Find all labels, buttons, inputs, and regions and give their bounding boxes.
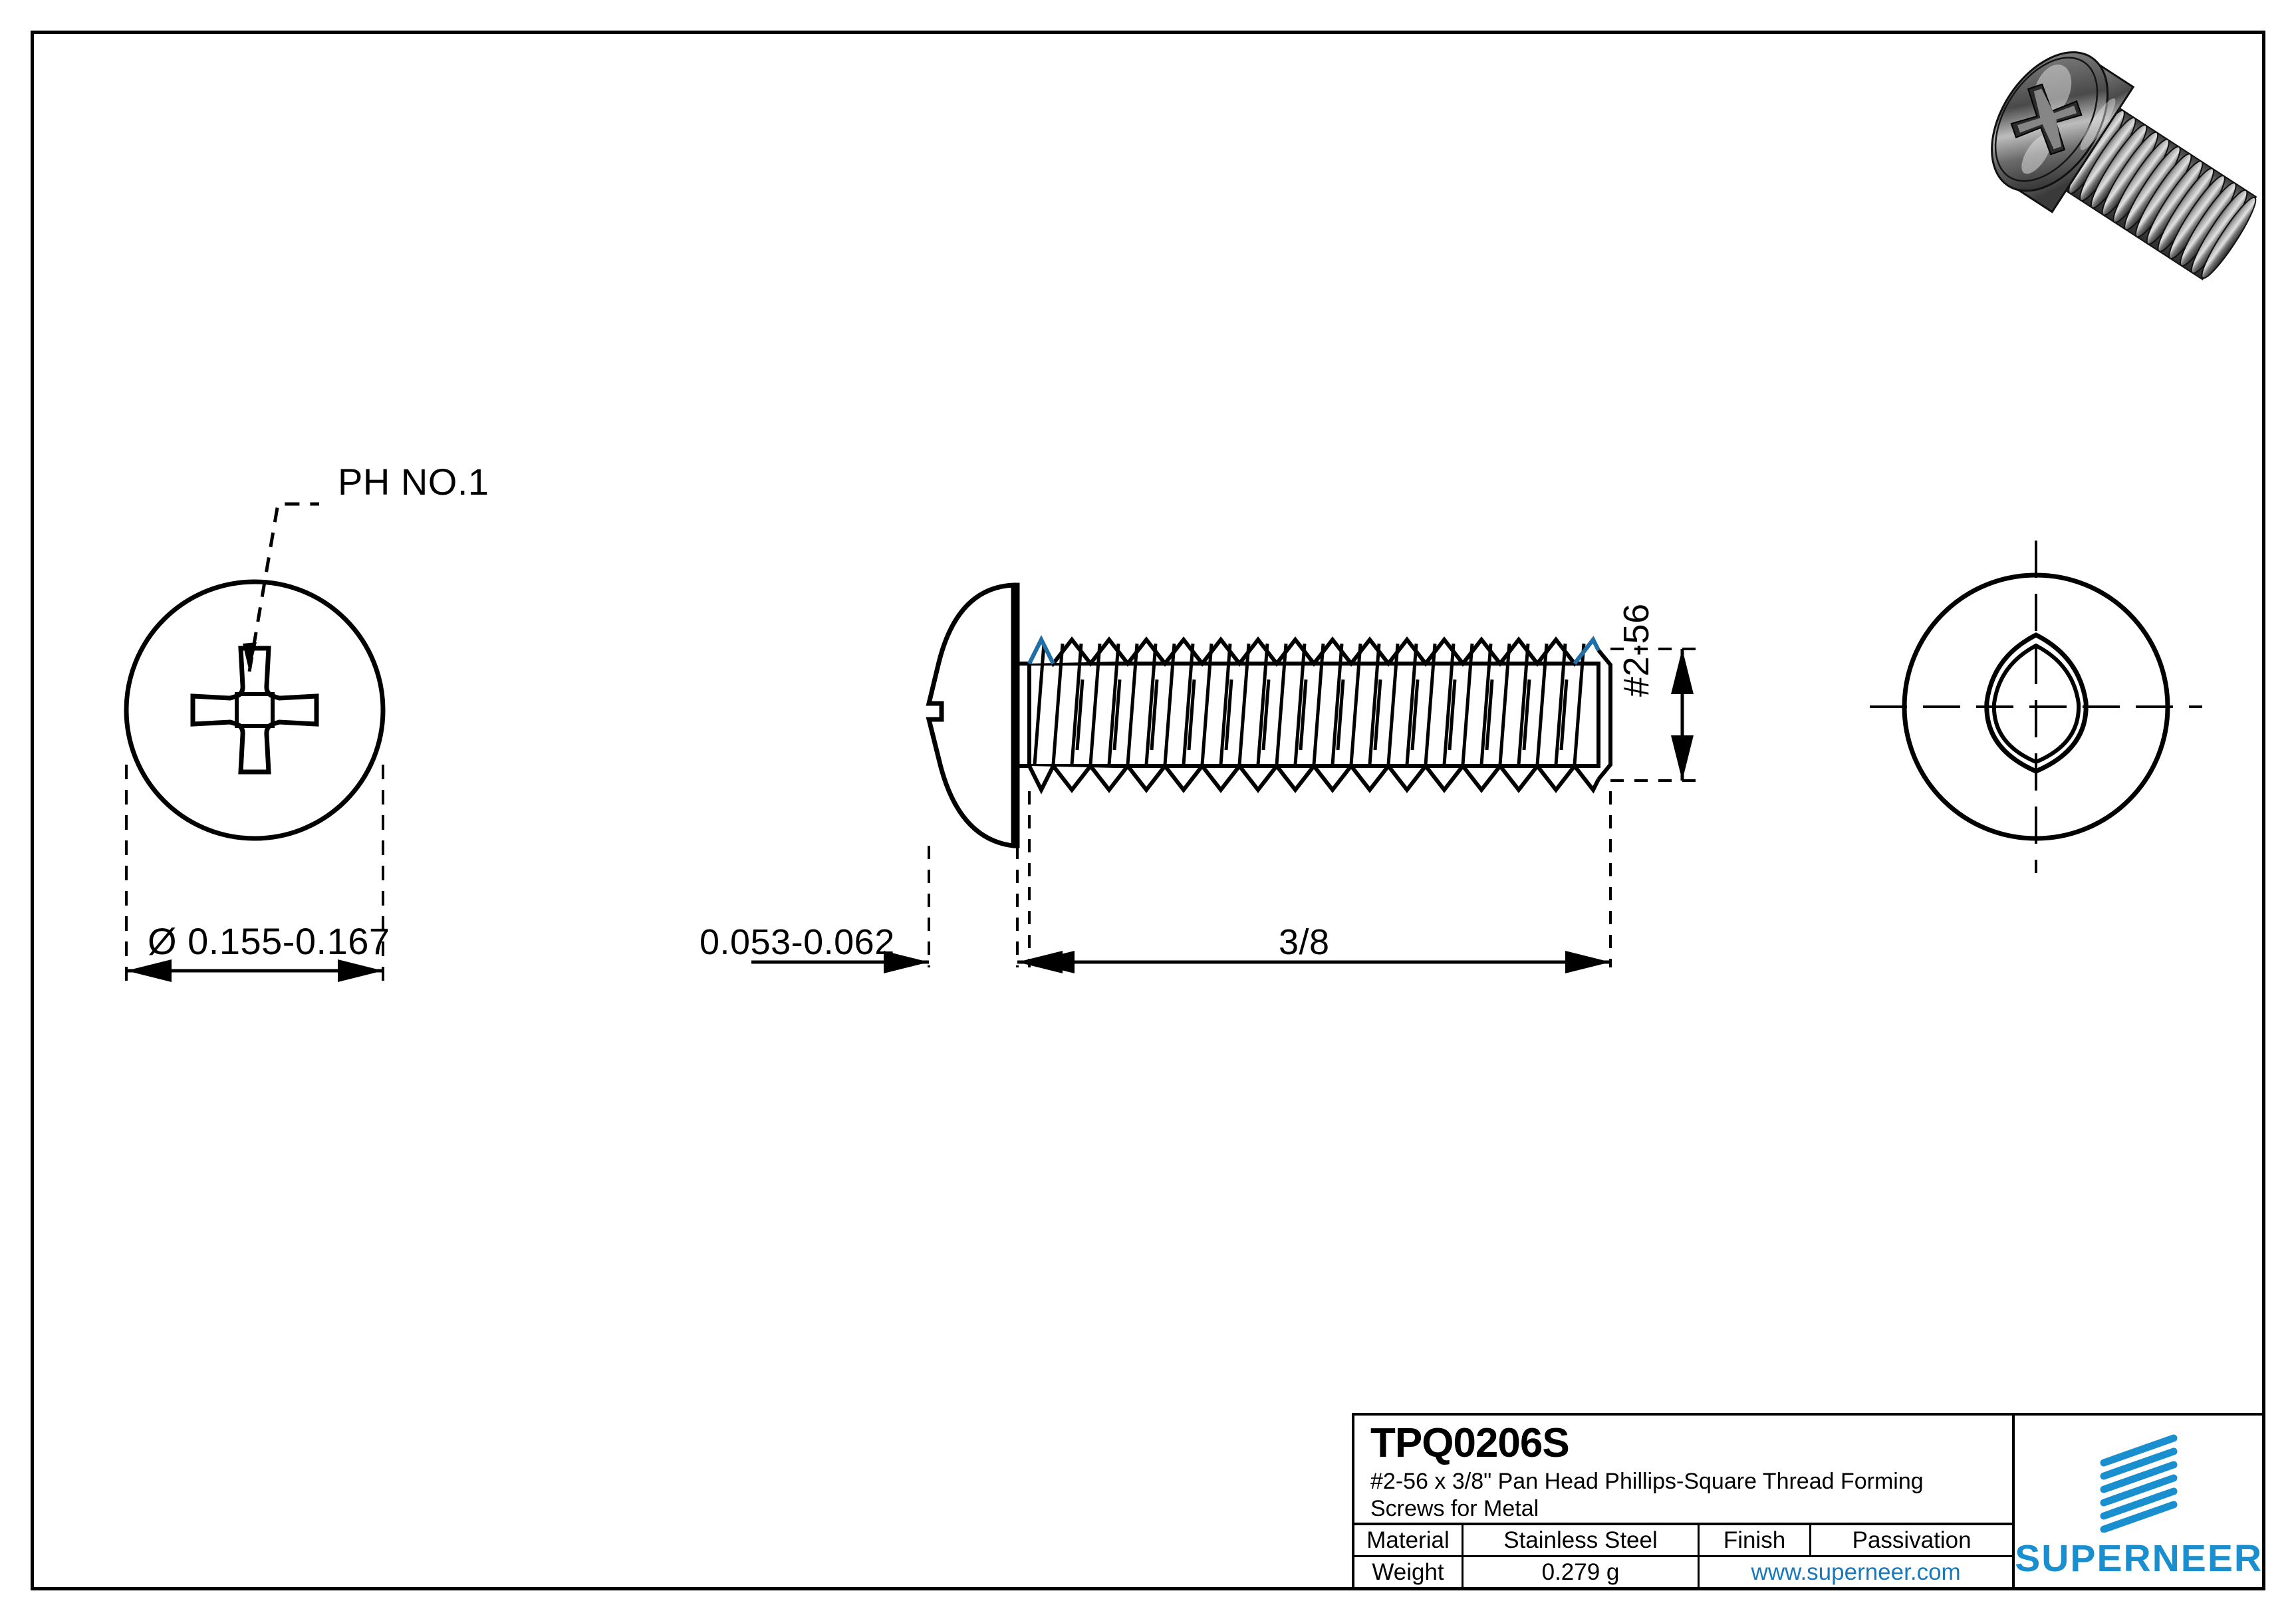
head-height-label: 0.053-0.062 [700, 922, 895, 962]
website-link[interactable]: www.superneer.com [1751, 1559, 1961, 1585]
title-block-row-material: Material Stainless Steel Finish Passivat… [1354, 1525, 2013, 1557]
part-description-line-1: #2-56 x 3/8" Pan Head Phillips-Square Th… [1370, 1469, 1924, 1494]
head-diameter-dimension [125, 765, 384, 982]
thread-length-label: 3/8 [1279, 922, 1330, 962]
bottom-thread-view [1870, 541, 2202, 873]
front-head-view [124, 502, 386, 841]
thread-size-dimension [1610, 648, 1702, 782]
material-value: Stainless Steel [1464, 1525, 1700, 1555]
side-section-view [926, 582, 1612, 848]
finish-value: Passivation [1852, 1527, 1972, 1553]
brand-logo-cell: SUPERNEER [2015, 1416, 2263, 1587]
brand-name: SUPERNEER [2015, 1537, 2263, 1580]
superneer-logo-icon [2100, 1434, 2178, 1533]
thread-length-dimension [1029, 951, 1610, 973]
title-block-main: TPQ0206S #2-56 x 3/8" Pan Head Phillips-… [1354, 1416, 2015, 1587]
title-block-description-cell: TPQ0206S #2-56 x 3/8" Pan Head Phillips-… [1354, 1416, 2013, 1525]
weight-label: Weight [1354, 1557, 1464, 1587]
title-block: TPQ0206S #2-56 x 3/8" Pan Head Phillips-… [1352, 1413, 2265, 1590]
side-view-centerline [928, 791, 1612, 967]
thread-accent-marks [1027, 635, 1600, 665]
material-label: Material [1354, 1525, 1464, 1555]
isometric-screw-render [1991, 51, 2257, 281]
drawing-frame-border [31, 31, 2265, 1590]
finish-label: Finish [1700, 1525, 1811, 1555]
weight-value: 0.279 g [1464, 1557, 1700, 1587]
recess-callout-label: PH NO.1 [338, 461, 489, 503]
part-description-line-2: Screws for Metal [1370, 1496, 1539, 1521]
part-number: TPQ0206S [1370, 1420, 1570, 1466]
title-block-row-weight: Weight 0.279 g www.superneer.com [1354, 1557, 2012, 1587]
thread-size-label: #2-56 [1616, 603, 1656, 697]
head-diameter-label: Ø 0.155-0.167 [148, 920, 390, 962]
